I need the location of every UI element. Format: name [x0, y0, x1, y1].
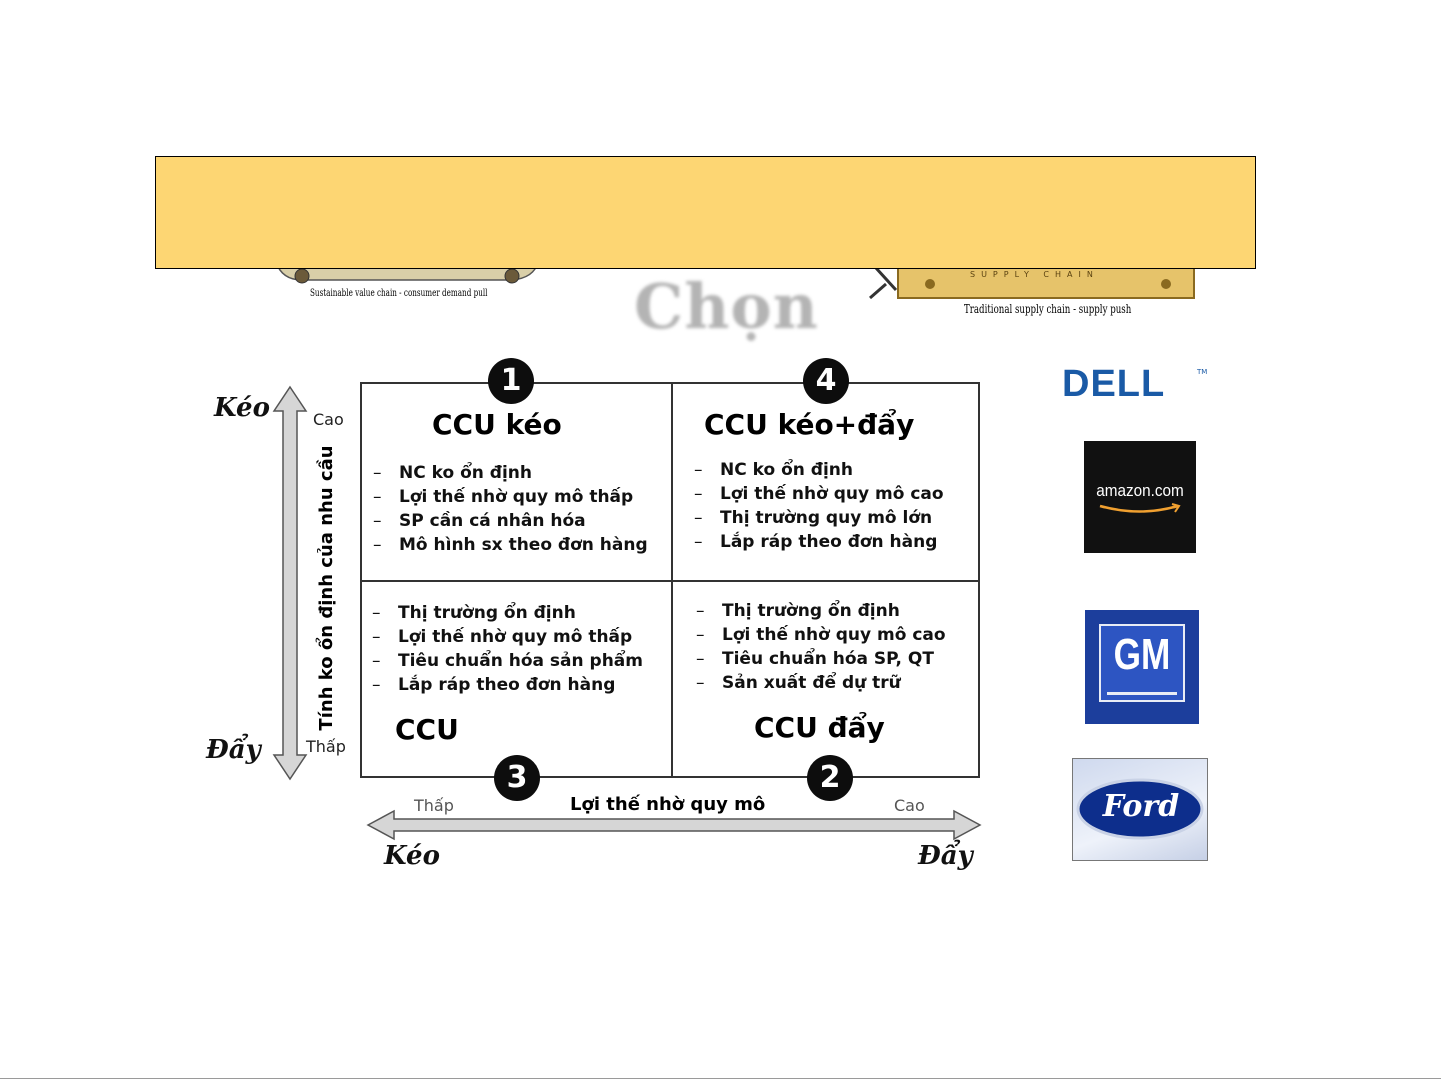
x-axis-label: Lợi thế nhờ quy mô — [570, 794, 766, 815]
list-item: Lợi thế nhờ quy mô cao — [696, 623, 946, 647]
amazon-smile-icon — [1099, 503, 1181, 513]
gm-logo-text: GM — [1113, 630, 1171, 679]
list-item: Thị trường ổn định — [696, 599, 946, 623]
quadrant-title-pull-push: CCU kéo+đẩy — [704, 408, 915, 441]
title-banner — [155, 156, 1256, 269]
y-axis-top-word: Kéo — [214, 393, 270, 423]
dell-logo: DELL TM — [1062, 364, 1212, 404]
quadrant-title-ccu: CCU — [395, 713, 459, 746]
list-item: Tiêu chuẩn hóa sản phẩm — [372, 649, 643, 673]
ford-logo-text: Ford — [1102, 789, 1180, 824]
gm-logo: GM — [1085, 610, 1199, 724]
y-axis-label: Tính ko ổn định của nhu cầu — [316, 445, 337, 731]
vertical-axis-arrow — [272, 385, 308, 781]
quadrant-number-4: 4 — [803, 358, 849, 404]
quadrant-number-1: 1 — [488, 358, 534, 404]
gm-badge — [1099, 624, 1185, 702]
quadrant-bullets-bottom-right: Thị trường ổn định Lợi thế nhờ quy mô ca… — [696, 599, 946, 695]
gm-underline — [1107, 692, 1177, 695]
list-item: NC ko ổn định — [373, 461, 648, 485]
list-item: Lắp ráp theo đơn hàng — [694, 530, 944, 554]
list-item: Lắp ráp theo đơn hàng — [372, 673, 643, 697]
y-axis-bottom-word: Đẩy — [206, 735, 261, 765]
quadrant-bullets-bottom-left: Thị trường ổn định Lợi thế nhờ quy mô th… — [372, 601, 643, 697]
cart-sign: SUPPLY CHAIN — [970, 270, 1099, 279]
slide-bottom-edge — [0, 1078, 1441, 1079]
horizontal-axis-arrow — [366, 809, 982, 841]
quadrant-number-3: 3 — [494, 755, 540, 801]
list-item: Thị trường quy mô lớn — [694, 506, 944, 530]
list-item: Thị trường ổn định — [372, 601, 643, 625]
amazon-logo-text: amazon.com — [1096, 481, 1184, 500]
list-item: Mô hình sx theo đơn hàng — [373, 533, 648, 557]
list-item: Tiêu chuẩn hóa SP, QT — [696, 647, 946, 671]
list-item: Lợi thế nhờ quy mô thấp — [373, 485, 648, 509]
list-item: Lợi thế nhờ quy mô thấp — [372, 625, 643, 649]
quadrant-bullets-top-right: NC ko ổn định Lợi thế nhờ quy mô cao Thị… — [694, 458, 944, 554]
watermark-text: Chọn — [634, 270, 819, 343]
dell-logo-text: DELL — [1062, 363, 1166, 405]
list-item: Sản xuất để dự trữ — [696, 671, 946, 695]
right-image-caption: Traditional supply chain - supply push — [964, 302, 1132, 316]
quadrant-title-push: CCU đẩy — [754, 711, 885, 744]
list-item: NC ko ổn định — [694, 458, 944, 482]
list-item: Lợi thế nhờ quy mô cao — [694, 482, 944, 506]
left-image-caption: Sustainable value chain - consumer deman… — [310, 288, 488, 299]
strategy-matrix — [360, 382, 980, 778]
x-axis-left-word: Kéo — [384, 841, 440, 871]
y-axis-low-tick: Thấp — [306, 737, 346, 756]
x-axis-high-tick: Cao — [894, 796, 925, 815]
list-item: SP cần cá nhân hóa — [373, 509, 648, 533]
y-axis-high-tick: Cao — [313, 410, 344, 429]
amazon-logo: amazon.com — [1084, 441, 1196, 553]
quadrant-number-2: 2 — [807, 755, 853, 801]
ford-logo: Ford — [1072, 758, 1208, 861]
matrix-horizontal-divider — [362, 580, 978, 582]
quadrant-title-pull: CCU kéo — [432, 408, 562, 441]
x-axis-right-word: Đẩy — [918, 841, 973, 871]
ford-oval-icon — [1076, 778, 1204, 840]
dell-tm: TM — [1197, 368, 1208, 376]
quadrant-bullets-top-left: NC ko ổn định Lợi thế nhờ quy mô thấp SP… — [373, 461, 648, 557]
x-axis-low-tick: Thấp — [414, 796, 454, 815]
